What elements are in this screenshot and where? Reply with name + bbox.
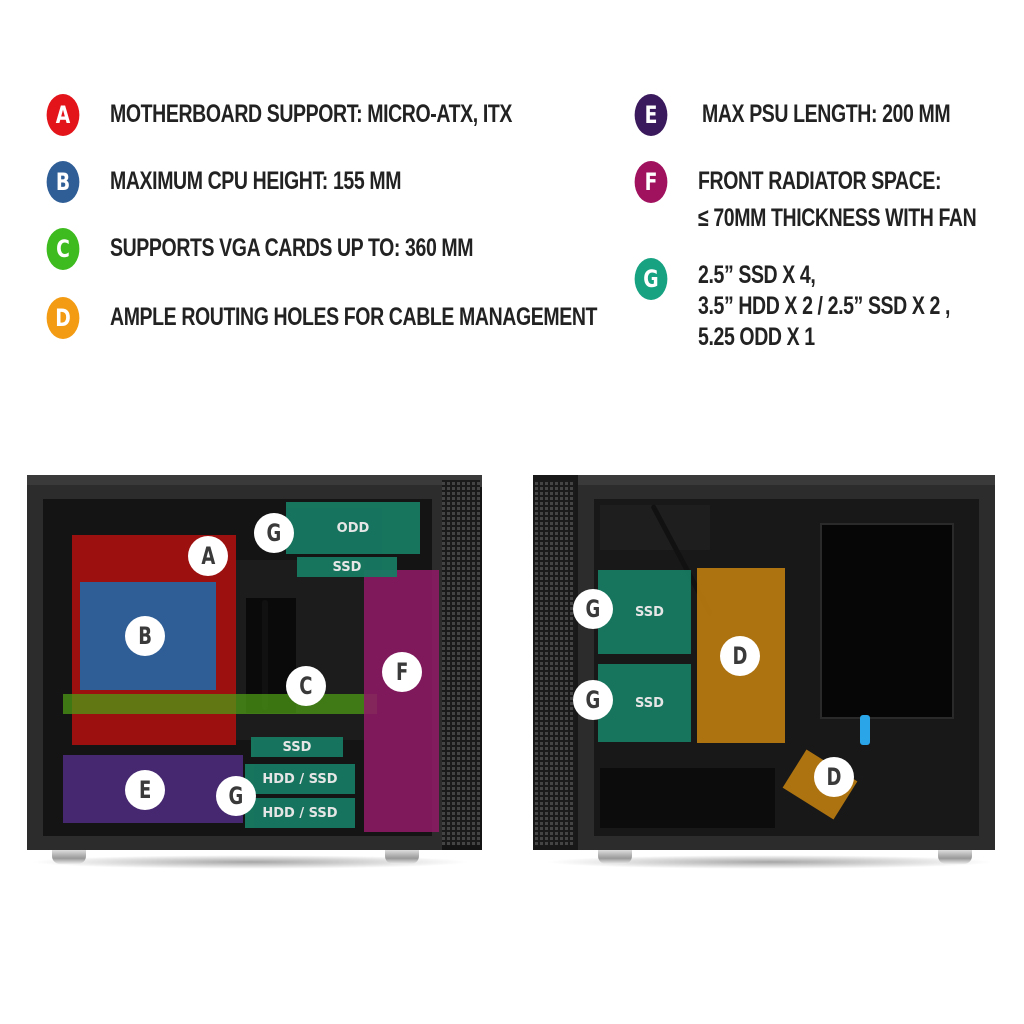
- bay-label: SSD: [635, 695, 664, 711]
- spec-line: AMPLE ROUTING HOLES FOR CABLE MANAGEMENT: [110, 303, 598, 331]
- case-frame: [578, 485, 995, 850]
- badge-a: A: [46, 94, 80, 136]
- case-foot: [938, 850, 972, 864]
- callout-f: F: [382, 652, 422, 692]
- odd-bay-overlay: ODD: [286, 502, 420, 554]
- spec-line: MAX PSU LENGTH: 200 MM: [702, 100, 951, 128]
- case-top-bar: [578, 475, 995, 487]
- case-top-bar: [27, 475, 482, 487]
- spec-motherboard: A MOTHERBOARD SUPPORT: MICRO-ATX, ITX: [42, 94, 625, 136]
- spec-psu-length: E MAX PSU LENGTH: 200 MM: [630, 94, 1020, 136]
- vga-length-overlay: [63, 694, 377, 714]
- case-foot: [385, 850, 419, 864]
- front-mesh-panel: [535, 480, 575, 845]
- spec-text: SUPPORTS VGA CARDS UP TO: 360 MM: [110, 230, 474, 267]
- spec-text: 2.5” SSD X 4, 3.5” HDD X 2 / 2.5” SSD X …: [698, 260, 950, 353]
- psu-shroud-openings: [600, 768, 775, 828]
- spec-text: FRONT RADIATOR SPACE: ≤ 70MM THICKNESS W…: [698, 163, 977, 237]
- badge-e: E: [634, 94, 668, 136]
- badge-f: F: [634, 161, 668, 203]
- bay-label: SSD: [332, 559, 362, 575]
- front-radiator-overlay: [364, 570, 439, 832]
- badge-b: B: [46, 161, 80, 203]
- spec-line: 5.25 ODD X 1: [698, 323, 815, 351]
- callout-g: G: [254, 513, 294, 553]
- spec-text: MAX PSU LENGTH: 200 MM: [702, 96, 951, 133]
- case-shadow: [545, 855, 995, 869]
- callout-e: E: [125, 770, 165, 810]
- case-shadow: [30, 855, 470, 869]
- spec-text: AMPLE ROUTING HOLES FOR CABLE MANAGEMENT: [110, 299, 597, 336]
- ssd-bay-2-overlay: SSD: [598, 664, 691, 742]
- spec-cable-management: D AMPLE ROUTING HOLES FOR CABLE MANAGEME…: [42, 297, 734, 339]
- case-foot: [52, 850, 86, 864]
- bay-label: HDD / SSD: [262, 771, 338, 787]
- callout-c: C: [286, 666, 326, 706]
- spec-cpu-height: B MAXIMUM CPU HEIGHT: 155 MM: [42, 161, 483, 203]
- callout-d: D: [720, 636, 760, 676]
- spec-line: SUPPORTS VGA CARDS UP TO: 360 MM: [110, 234, 474, 262]
- callout-d: D: [814, 757, 854, 797]
- badge-c: C: [46, 228, 80, 270]
- callout-g: G: [573, 589, 613, 629]
- badge-d: D: [46, 297, 80, 339]
- callout-a: A: [188, 536, 228, 576]
- spec-radiator: F FRONT RADIATOR SPACE: ≤ 70MM THICKNESS…: [630, 161, 1024, 237]
- hdd-bay-1-overlay: HDD / SSD: [245, 764, 355, 794]
- callout-g: G: [216, 776, 256, 816]
- bay-label: ODD: [336, 520, 370, 536]
- ssd-top-bay-overlay: SSD: [297, 557, 397, 577]
- badge-g: G: [634, 258, 668, 300]
- bay-label: SSD: [282, 739, 312, 755]
- case-foot: [598, 850, 632, 864]
- spec-line: MOTHERBOARD SUPPORT: MICRO-ATX, ITX: [110, 100, 512, 128]
- ssd-bay-1-overlay: SSD: [598, 570, 691, 654]
- spec-line: FRONT RADIATOR SPACE:: [698, 167, 942, 195]
- bay-label: HDD / SSD: [262, 805, 338, 821]
- spec-line: 2.5” SSD X 4,: [698, 261, 816, 289]
- callout-b: B: [125, 616, 165, 656]
- hdd-bay-2-overlay: HDD / SSD: [245, 798, 355, 828]
- callout-g: G: [573, 680, 613, 720]
- spec-line: ≤ 70MM THICKNESS WITH FAN: [698, 204, 977, 232]
- ssd-bottom-bay-overlay: SSD: [251, 737, 343, 757]
- spec-text: MOTHERBOARD SUPPORT: MICRO-ATX, ITX: [110, 96, 512, 133]
- usb-header-cable: [860, 715, 870, 745]
- bay-label: SSD: [635, 604, 664, 620]
- cable: [262, 600, 268, 710]
- spec-drive-bays: G 2.5” SSD X 4, 3.5” HDD X 2 / 2.5” SSD …: [630, 258, 1021, 353]
- spec-text: MAXIMUM CPU HEIGHT: 155 MM: [110, 163, 401, 200]
- spec-line: MAXIMUM CPU HEIGHT: 155 MM: [110, 167, 402, 195]
- spec-vga-length: C SUPPORTS VGA CARDS UP TO: 360 MM: [42, 228, 576, 270]
- cpu-cutout: [820, 523, 954, 719]
- spec-line: 3.5” HDD X 2 / 2.5” SSD X 2 ,: [698, 292, 951, 320]
- front-mesh-panel: [442, 480, 480, 845]
